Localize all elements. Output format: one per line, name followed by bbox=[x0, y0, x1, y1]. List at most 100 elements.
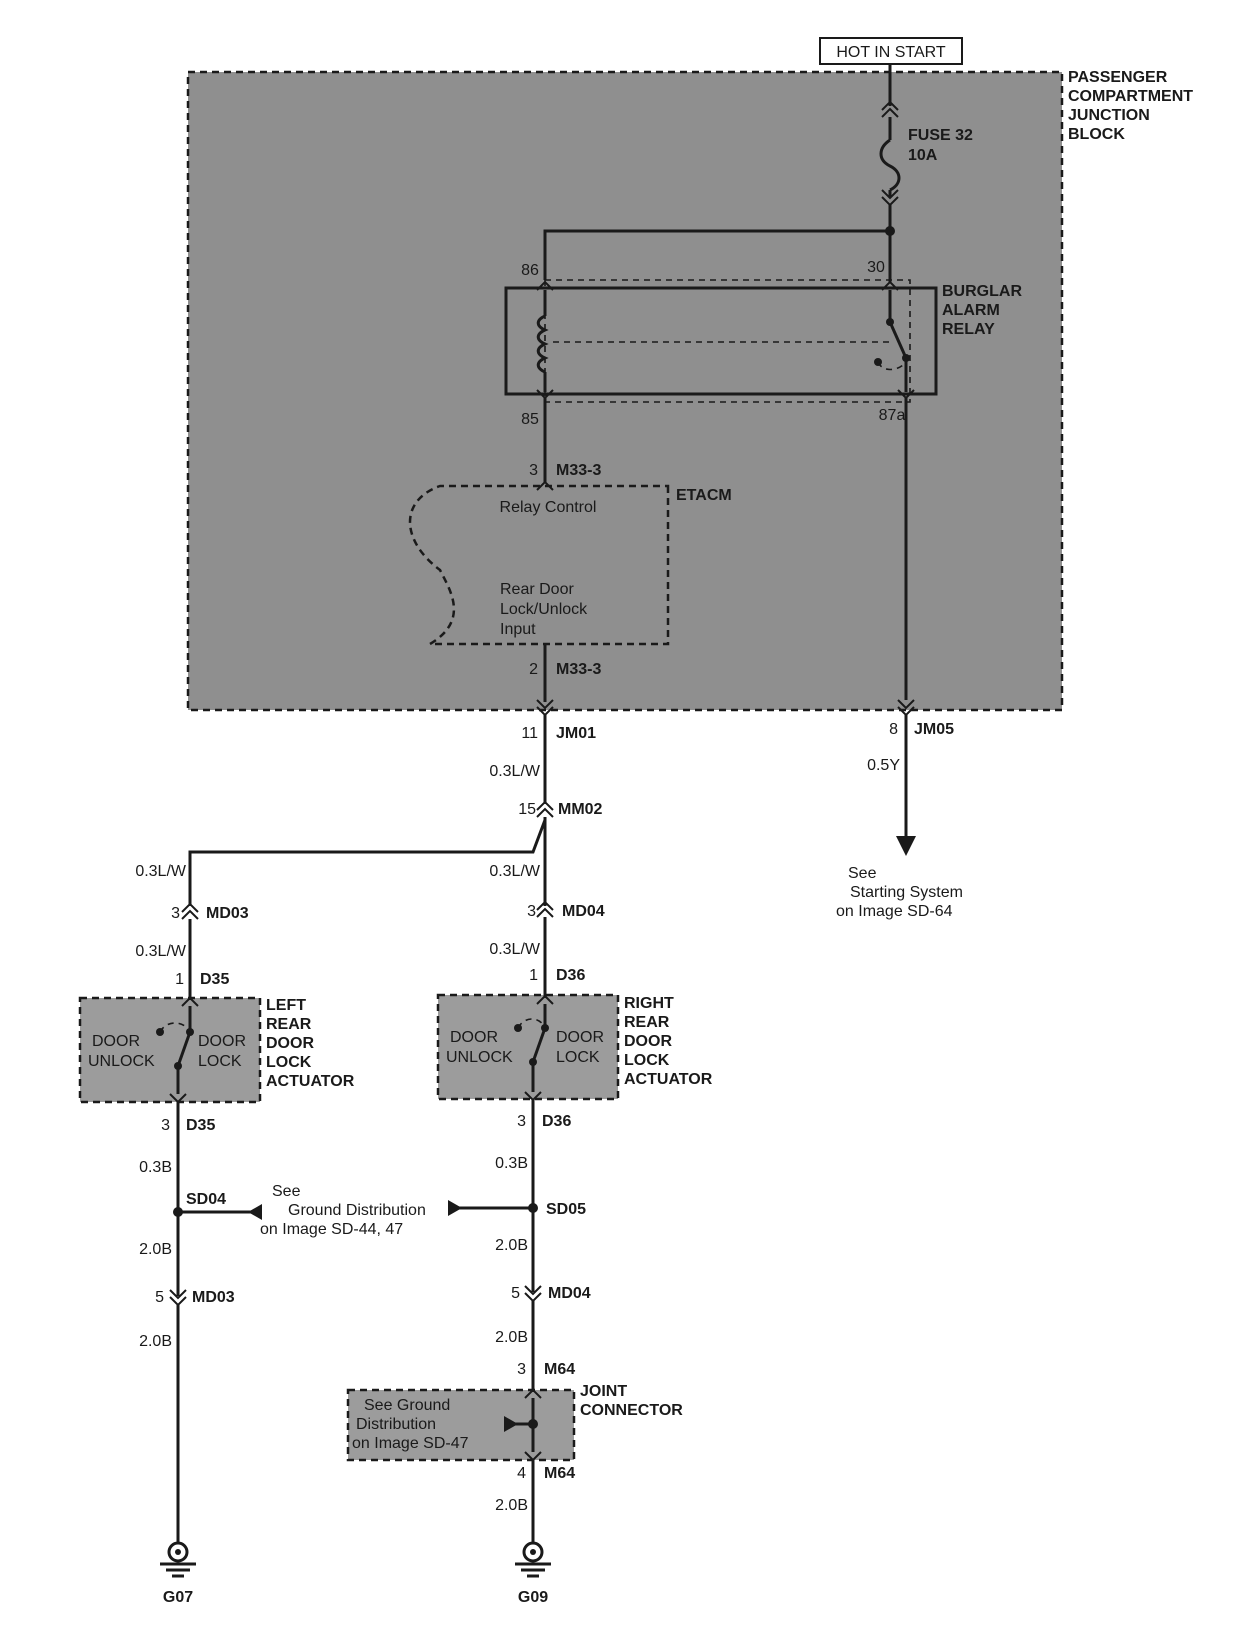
md03-pin-a: 3 bbox=[171, 905, 180, 922]
pin-30: 30 bbox=[867, 259, 885, 276]
d36-pin-a: 1 bbox=[529, 967, 538, 984]
left-label-3: DOOR bbox=[266, 1035, 314, 1052]
see-start-1: See bbox=[848, 865, 877, 882]
right-label-2: REAR bbox=[624, 1014, 670, 1031]
mm02-label: MM02 bbox=[558, 801, 603, 818]
wire-20b-l1: 2.0B bbox=[139, 1241, 172, 1258]
m33-bot-label: M33-3 bbox=[556, 661, 601, 678]
left-label-5: ACTUATOR bbox=[266, 1073, 355, 1090]
md03-label-a: MD03 bbox=[206, 905, 249, 922]
door-lock-r1: DOOR bbox=[556, 1029, 604, 1046]
relay-label-2: ALARM bbox=[942, 302, 1000, 319]
right-label-5: ACTUATOR bbox=[624, 1071, 713, 1088]
md03-pin-b: 5 bbox=[155, 1289, 164, 1306]
passenger-compartment-junction-block bbox=[188, 72, 1062, 710]
pin-86: 86 bbox=[521, 262, 539, 279]
d35-label-b: D35 bbox=[186, 1117, 215, 1134]
etacm-module bbox=[408, 484, 670, 646]
fuse-symbol bbox=[879, 138, 901, 192]
md04-label-b: MD04 bbox=[548, 1285, 591, 1302]
wire-20b-r3: 2.0B bbox=[495, 1497, 528, 1514]
ground-g09-icon bbox=[515, 1541, 551, 1578]
wire-20b-l2: 2.0B bbox=[139, 1333, 172, 1350]
etacm-label: ETACM bbox=[676, 487, 732, 504]
ground-g07-icon bbox=[160, 1541, 196, 1578]
jm05-pin: 8 bbox=[889, 721, 898, 738]
left-actuator-box bbox=[80, 998, 260, 1102]
door-unlock-l1: DOOR bbox=[92, 1033, 140, 1050]
wire-20b-r1: 2.0B bbox=[495, 1237, 528, 1254]
left-label-4: LOCK bbox=[266, 1054, 312, 1071]
m33-top-label: M33-3 bbox=[556, 462, 601, 479]
wire-03lw-c: 0.3L/W bbox=[489, 863, 541, 880]
md04-pin-a: 3 bbox=[527, 903, 536, 920]
rear-door-label-1: Rear Door bbox=[500, 581, 574, 598]
wire-20b-r2: 2.0B bbox=[495, 1329, 528, 1346]
m33-bot-pin: 2 bbox=[529, 661, 538, 678]
m64-pin-a: 3 bbox=[517, 1361, 526, 1378]
mm02-pin: 15 bbox=[518, 801, 536, 818]
pcjb-label-1: PASSENGER bbox=[1068, 69, 1168, 86]
joint-label-1: JOINT bbox=[580, 1383, 627, 1400]
fuse-label-2: 10A bbox=[908, 147, 938, 164]
wire-03lw-a: 0.3L/W bbox=[489, 763, 541, 780]
sd05-label: SD05 bbox=[546, 1201, 586, 1218]
left-label-1: LEFT bbox=[266, 997, 306, 1014]
right-label-3: DOOR bbox=[624, 1033, 672, 1050]
d35-label-a: D35 bbox=[200, 971, 229, 988]
see-joint-3: on Image SD-47 bbox=[352, 1435, 469, 1452]
jm01-pin: 11 bbox=[521, 725, 538, 742]
see-start-3: on Image SD-64 bbox=[836, 903, 953, 920]
door-lock-l2: LOCK bbox=[198, 1053, 242, 1070]
relay-label-3: RELAY bbox=[942, 321, 995, 338]
left-label-2: REAR bbox=[266, 1016, 312, 1033]
door-unlock-l2: UNLOCK bbox=[88, 1053, 155, 1070]
d36-label-b: D36 bbox=[542, 1113, 571, 1130]
hot-in-start-box bbox=[819, 37, 963, 65]
m64-label-a: M64 bbox=[544, 1361, 575, 1378]
relay-label-1: BURGLAR bbox=[942, 283, 1022, 300]
rear-door-label-2: Lock/Unlock bbox=[500, 601, 588, 618]
relay-control-label: Relay Control bbox=[500, 499, 597, 516]
pcjb-label-2: COMPARTMENT bbox=[1068, 88, 1193, 105]
pin-85: 85 bbox=[521, 411, 539, 428]
wire-03b-r: 0.3B bbox=[495, 1155, 528, 1172]
m64-label-b: M64 bbox=[544, 1465, 575, 1482]
d35-pin-a: 1 bbox=[175, 971, 184, 988]
see-ground-3: on Image SD-44, 47 bbox=[260, 1221, 403, 1238]
door-unlock-r1: DOOR bbox=[450, 1029, 498, 1046]
rear-door-label-3: Input bbox=[500, 621, 536, 638]
d36-label-a: D36 bbox=[556, 967, 585, 984]
see-ground-1: See bbox=[272, 1183, 301, 1200]
g07-label: G07 bbox=[163, 1589, 193, 1606]
m33-top-pin: 3 bbox=[529, 462, 538, 479]
md04-pin-b: 5 bbox=[511, 1285, 520, 1302]
m64-pin-b: 4 bbox=[517, 1465, 526, 1482]
pcjb-label-4: BLOCK bbox=[1068, 126, 1125, 143]
relay-coil bbox=[536, 314, 549, 374]
see-joint-2: Distribution bbox=[356, 1416, 436, 1433]
wire-03lw-b: 0.3L/W bbox=[135, 863, 187, 880]
joint-label-2: CONNECTOR bbox=[580, 1402, 683, 1419]
door-lock-l1: DOOR bbox=[198, 1033, 246, 1050]
jm05-label: JM05 bbox=[914, 721, 954, 738]
wire-03b-l: 0.3B bbox=[139, 1159, 172, 1176]
see-ground-2: Ground Distribution bbox=[288, 1202, 426, 1219]
see-start-2: Starting System bbox=[850, 884, 963, 901]
wire-05y: 0.5Y bbox=[867, 757, 900, 774]
right-label-4: LOCK bbox=[624, 1052, 670, 1069]
see-joint-1: See Ground bbox=[364, 1397, 450, 1414]
hot-in-start-label: HOT IN START bbox=[836, 44, 946, 61]
md03-label-b: MD03 bbox=[192, 1289, 235, 1306]
jm01-label: JM01 bbox=[556, 725, 596, 742]
sd04-label: SD04 bbox=[186, 1191, 226, 1208]
md04-label-a: MD04 bbox=[562, 903, 605, 920]
burglar-alarm-relay bbox=[504, 286, 938, 396]
wire-03lw-d: 0.3L/W bbox=[135, 943, 187, 960]
g09-label: G09 bbox=[518, 1589, 548, 1606]
fuse-label-1: FUSE 32 bbox=[908, 127, 973, 144]
right-actuator-box bbox=[438, 995, 618, 1099]
pcjb-label-3: JUNCTION bbox=[1068, 107, 1150, 124]
wire-03lw-e: 0.3L/W bbox=[489, 941, 541, 958]
